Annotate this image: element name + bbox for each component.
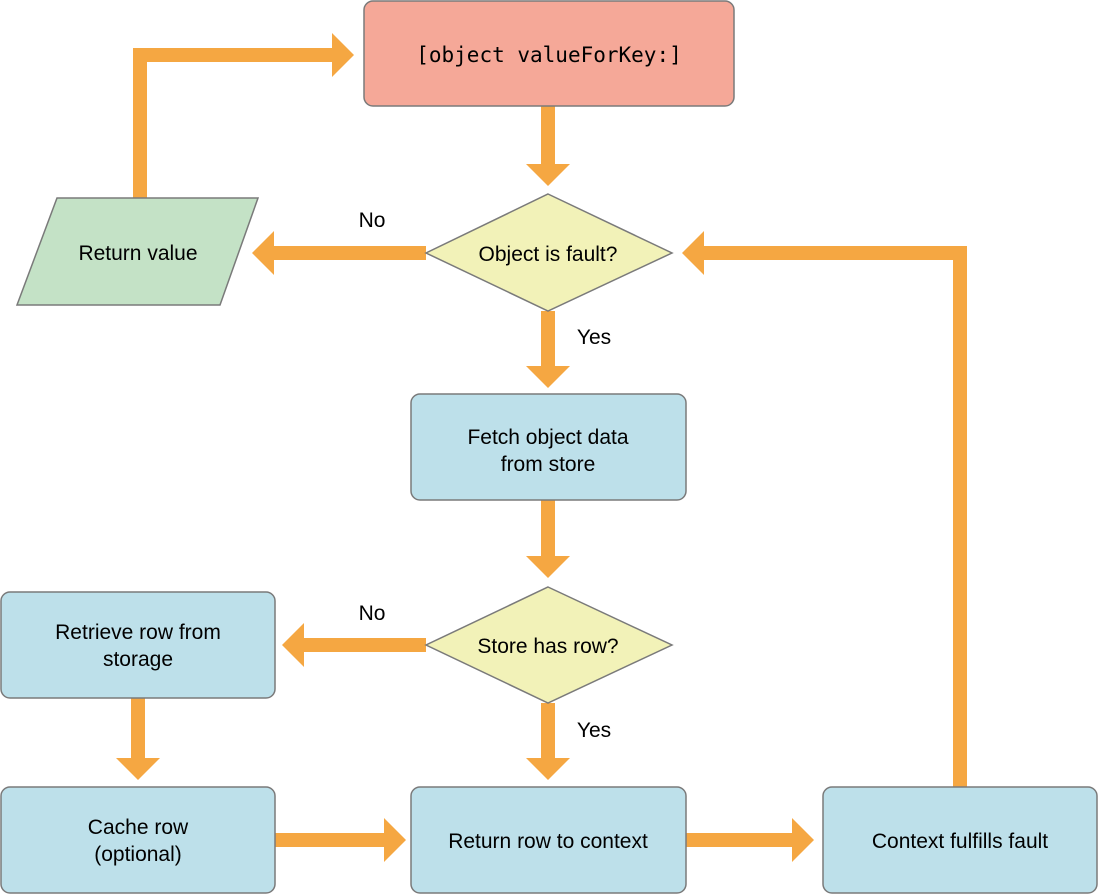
arrow-head-return-to-start	[332, 33, 354, 77]
node-row-check: Store has row?	[424, 586, 674, 704]
arrow-head-row-no	[282, 623, 304, 667]
node-fulfill-label: Context fulfills fault	[872, 830, 1048, 853]
node-fetch: Fetch object data from store	[410, 393, 687, 501]
node-return-row-label: Return row to context	[448, 830, 648, 853]
arrow-head-start-to-fault	[526, 164, 570, 186]
node-fault-check-label: Object is fault?	[479, 243, 618, 266]
arrow-fulfill-to-fault	[704, 246, 967, 788]
arrow-head-cache-to-return	[384, 818, 406, 862]
node-row-check-label: Store has row?	[477, 635, 618, 658]
node-return-row: Return row to context	[410, 786, 687, 894]
node-cache-line2: (optional)	[94, 843, 182, 866]
node-start: [object valueForKey:]	[363, 0, 735, 107]
node-fault-check: Object is fault?	[424, 193, 674, 312]
node-retrieve-line1: Retrieve row from	[55, 621, 221, 644]
node-retrieve: Retrieve row from storage	[0, 591, 276, 699]
edge-label-fault-yes: Yes	[577, 326, 611, 349]
arrow-head-fulfill-to-fault	[682, 231, 704, 275]
node-fetch-line1: Fetch object data	[467, 426, 628, 449]
node-return-value: Return value	[15, 197, 260, 306]
edge-label-fault-no: No	[359, 209, 386, 232]
arrow-head-fetch-to-row	[526, 556, 570, 578]
node-retrieve-line2: storage	[103, 648, 173, 671]
node-start-label: [object valueForKey:]	[416, 43, 682, 67]
node-cache-line1: Cache row	[88, 816, 189, 839]
node-fulfill: Context fulfills fault	[822, 786, 1098, 894]
edge-label-row-no: No	[359, 602, 386, 625]
arrow-head-return-to-fulfill	[792, 818, 814, 862]
edge-label-row-yes: Yes	[577, 719, 611, 742]
arrow-return-to-start	[133, 48, 332, 198]
arrow-head-fault-yes	[526, 366, 570, 388]
arrows	[116, 33, 967, 862]
arrow-head-row-yes	[526, 758, 570, 780]
node-return-value-label: Return value	[78, 242, 197, 265]
arrow-head-fault-no	[252, 231, 274, 275]
node-fetch-line2: from store	[501, 453, 596, 476]
node-cache: Cache row (optional)	[0, 786, 276, 894]
arrow-head-retrieve-to-cache	[116, 758, 160, 780]
